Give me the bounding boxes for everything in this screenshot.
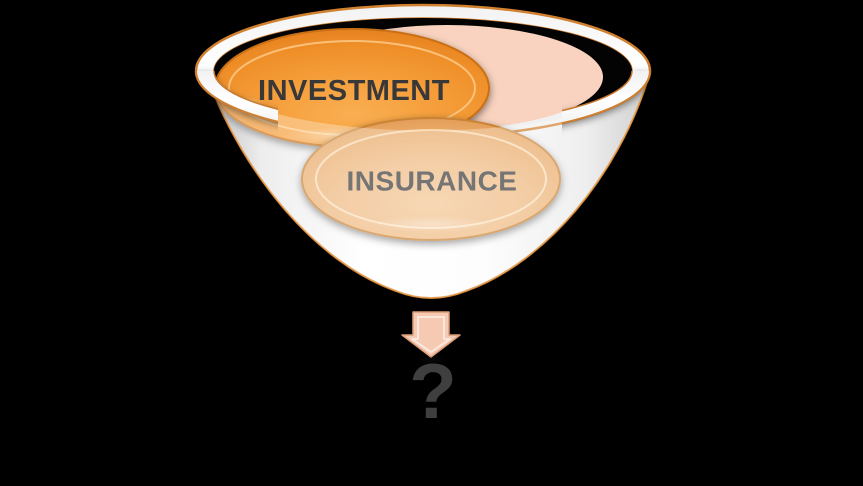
funnel-front-wall: [209, 82, 647, 298]
down-arrow-icon: [401, 311, 461, 365]
insurance-ellipse: [301, 117, 561, 241]
question-mark: ?: [409, 347, 457, 435]
gloss-highlight: [371, 216, 491, 232]
arrow-bevel: [411, 316, 451, 353]
arrow-shadow: [416, 355, 446, 365]
insurance-label: INSURANCE: [347, 166, 518, 197]
investment-label: INVESTMENT: [258, 75, 450, 107]
